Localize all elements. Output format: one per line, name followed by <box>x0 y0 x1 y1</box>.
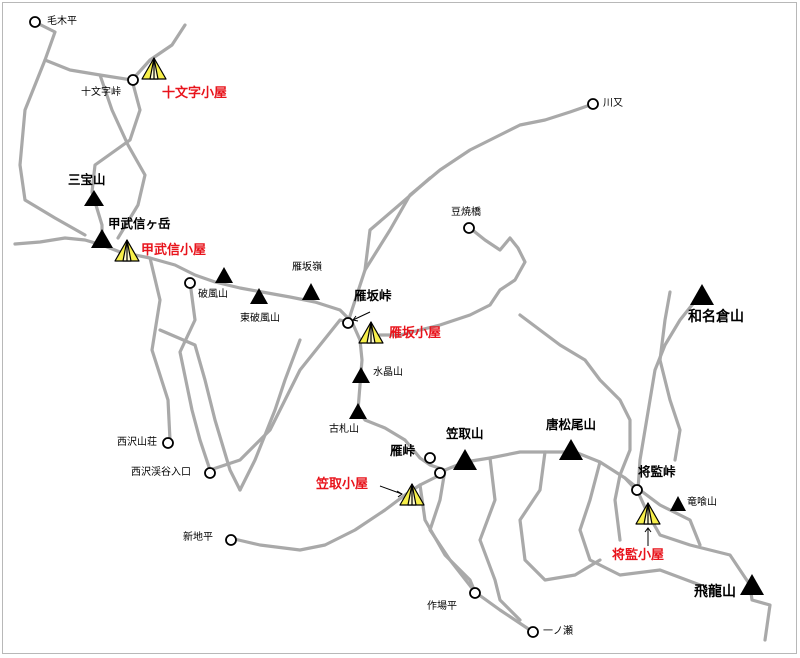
label-kofudazan: 古札山 <box>329 424 359 435</box>
hafuzan-peak-icon <box>215 267 233 283</box>
suishouzan-peak-icon <box>352 367 370 383</box>
trail-east-1 <box>518 313 632 542</box>
point-markers <box>29 16 643 638</box>
label-kemokudaira: 毛木平 <box>47 16 77 27</box>
label-mameyakibashi: 豆焼橋 <box>451 207 481 218</box>
trail-sakuba <box>418 483 477 594</box>
trail-kawamata <box>346 102 595 324</box>
kawamata-point-icon <box>587 98 599 110</box>
trail-shogen-south <box>578 460 702 587</box>
jumonji-toge-point-icon <box>127 74 139 86</box>
label-kobushi: 甲武信ヶ岳 <box>108 216 171 231</box>
label-ryubami: 竜喰山 <box>687 497 717 508</box>
label-karamatsuo: 唐松尾山 <box>546 417 597 432</box>
label-kasatori-hut: 笠取小屋 <box>316 477 369 492</box>
sanpozan-peak-icon <box>84 190 104 206</box>
jumonji-hut-tent-icon <box>141 57 167 80</box>
hiryu-peak-icon <box>740 574 764 595</box>
trail-karamatsu-south <box>518 450 602 582</box>
label-gansaka-hut: 雁坂小屋 <box>389 326 442 341</box>
kasatori-hut-arrow <box>379 485 403 495</box>
kofudazan-peak-icon <box>349 403 367 419</box>
trail-nishizawa-2 <box>178 280 212 472</box>
label-nishizawa-so: 西沢山荘 <box>117 437 157 448</box>
label-gansakarei: 雁坂嶺 <box>292 262 322 273</box>
gansakarei-peak-icon <box>302 283 320 300</box>
label-ichinose: 一ノ瀬 <box>543 626 573 637</box>
mameyakibashi-point-icon <box>463 222 475 234</box>
label-shogen-toge: 将監峠 <box>638 464 676 479</box>
kasatori-hut-arrowhead <box>396 490 403 498</box>
label-jumonji-hut: 十文字小屋 <box>162 86 228 101</box>
gansaka-toge-point-icon <box>342 317 354 329</box>
label-gansaka-toge: 雁坂峠 <box>354 288 392 303</box>
trail-jumonji-east <box>98 73 147 240</box>
trail-east-wanakura <box>636 293 702 492</box>
kemokudaira-point-icon <box>29 16 41 28</box>
sakubadaira-point-icon <box>469 587 481 599</box>
hafuzan-point-icon <box>184 277 196 289</box>
trail-jumonji-south <box>90 78 142 247</box>
label-shogen-hut: 将監小屋 <box>612 548 665 563</box>
trail-kemokudaira <box>33 20 187 82</box>
gantoge-point-icon-2 <box>434 467 446 479</box>
kobushi-peak-icon <box>91 229 113 248</box>
wanakura-peak-icon <box>690 284 714 305</box>
shogen-hut-tent-icon <box>635 502 661 525</box>
label-kasatori: 笠取山 <box>446 426 484 441</box>
trail-road-west <box>208 318 350 472</box>
kobushi-hut-tent-icon <box>114 239 140 262</box>
trail-road-west-2 <box>238 338 302 492</box>
leader-arrows <box>352 311 652 546</box>
kasatori-peak-icon <box>453 449 477 470</box>
shinchidaira-point-icon <box>225 534 237 546</box>
peak-markers <box>84 190 764 595</box>
hut-markers <box>114 57 661 525</box>
label-sakubadaira: 作場平 <box>427 601 457 612</box>
label-nishizawa-iriguchi: 西沢渓谷入口 <box>131 467 191 478</box>
label-higashihafu: 東破風山 <box>240 313 280 324</box>
ryubami-peak-icon <box>670 496 686 511</box>
label-gantoge: 雁峠 <box>390 443 416 458</box>
gantoge-point-icon-1 <box>424 452 436 464</box>
karamatsuo-peak-icon <box>559 439 583 460</box>
ichinose-point-icon <box>527 626 539 638</box>
higashihafu-peak-icon <box>250 288 268 304</box>
label-hafuzan: 破風山 <box>198 289 228 300</box>
trail-nishizawa-1 <box>148 256 172 442</box>
shogen-toge-point-icon <box>631 484 643 496</box>
trail-east-2 <box>658 290 682 462</box>
kasatori-hut-tent-icon <box>399 483 425 506</box>
label-sanpozan: 三宝山 <box>68 172 106 187</box>
nishizawa-so-point-icon <box>162 437 174 449</box>
gansaka-hut-tent-icon <box>358 321 384 344</box>
label-jumonji-toge: 十文字峠 <box>81 87 121 98</box>
label-suishouzan: 水晶山 <box>373 367 403 378</box>
trail-mameyaki <box>378 226 527 337</box>
nishizawa-iriguchi-point-icon <box>204 467 216 479</box>
label-kawamata: 川又 <box>603 98 623 109</box>
label-kobushi-hut: 甲武信小屋 <box>141 243 207 258</box>
trail-south-loop <box>478 456 522 622</box>
label-shinchidaira: 新地平 <box>183 532 213 543</box>
gansaka-arrowhead <box>352 315 359 322</box>
gansaka-arrow <box>352 311 371 321</box>
trail-kawamata-2 <box>363 176 432 272</box>
label-hiryu: 飛龍山 <box>694 584 736 600</box>
shogen-hut-arrowhead <box>644 527 652 533</box>
label-wanakura: 和名倉山 <box>688 309 744 325</box>
trail-west-loop <box>18 58 87 237</box>
trail-nishizawa-3 <box>158 328 242 492</box>
